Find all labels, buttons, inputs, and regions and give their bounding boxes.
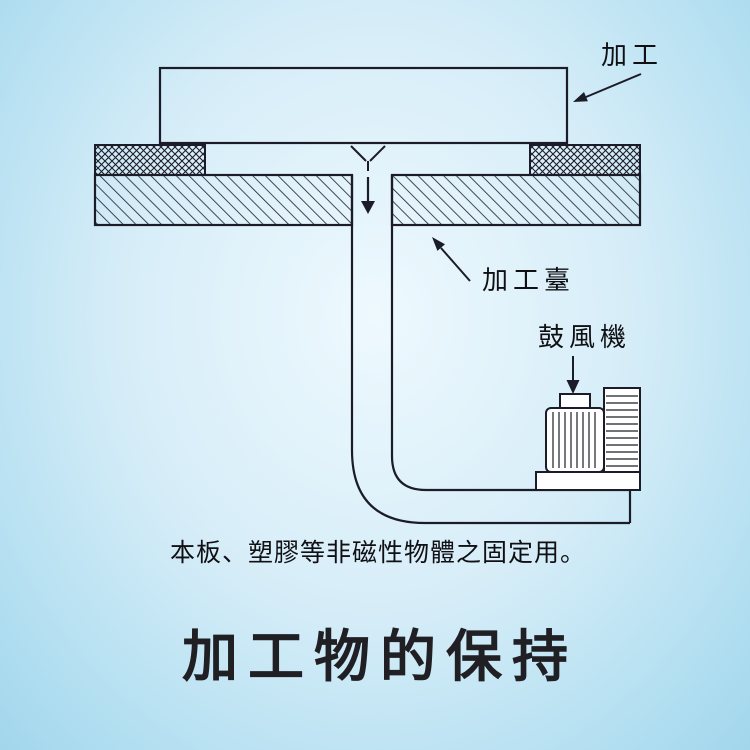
blower-label: 鼓風機 bbox=[538, 322, 631, 352]
workpiece-rect bbox=[158, 66, 569, 145]
table-slab-left bbox=[93, 173, 354, 227]
workpiece-label: 加工 bbox=[601, 40, 663, 70]
worktable-label: 加工臺 bbox=[482, 265, 575, 295]
vacuum-pipe bbox=[350, 175, 632, 525]
arrow-to-workpiece-icon bbox=[573, 73, 642, 102]
blower-motor-fins bbox=[552, 412, 596, 468]
page-title: 加工物的保持 bbox=[182, 625, 578, 688]
blower-rib-housing bbox=[603, 387, 641, 473]
blower-rib-lines bbox=[606, 395, 638, 467]
suction-inlet-y bbox=[350, 145, 386, 171]
blower-illustration bbox=[535, 387, 641, 491]
table-slab-right bbox=[390, 173, 642, 227]
arrow-to-table-icon bbox=[432, 237, 471, 282]
suction-arrow-icon bbox=[361, 177, 375, 214]
seal-block-right bbox=[529, 144, 641, 176]
caption-text: 本板、塑膠等非磁性物體之固定用。 bbox=[170, 539, 586, 567]
seal-block-left bbox=[94, 144, 206, 176]
blower-base bbox=[535, 471, 641, 491]
arrow-to-blower-icon bbox=[566, 356, 580, 394]
